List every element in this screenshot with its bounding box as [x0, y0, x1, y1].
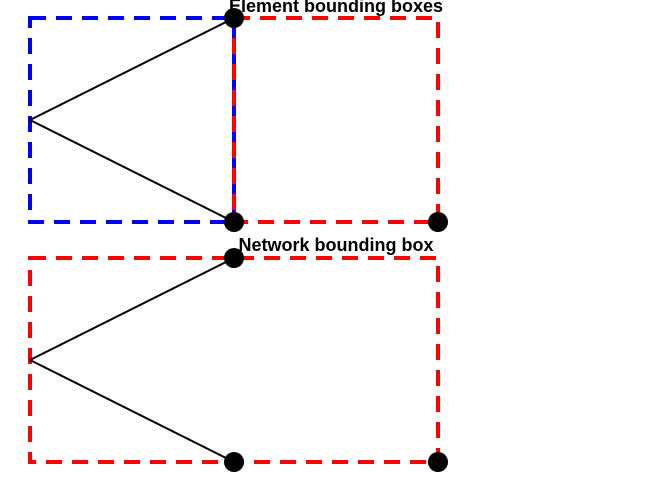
panel-title-element: Element bounding boxes	[229, 0, 443, 16]
network-node	[428, 212, 448, 232]
bounding-box-network	[28, 256, 440, 464]
bounding-box-element-left	[28, 16, 236, 224]
network-edge	[29, 359, 235, 463]
network-edge	[29, 119, 235, 223]
network-node	[224, 248, 244, 268]
bounding-box-element-right	[232, 16, 440, 224]
network-node	[224, 452, 244, 472]
panel-element-bounding-boxes: Element bounding boxes	[28, 0, 448, 232]
network-node	[224, 8, 244, 28]
network-node	[428, 452, 448, 472]
network-edge	[29, 257, 235, 361]
panel-network-bounding-box: Network bounding box	[28, 235, 448, 472]
network-edge	[29, 17, 235, 121]
network-node	[224, 212, 244, 232]
panel-title-network: Network bounding box	[239, 235, 434, 255]
